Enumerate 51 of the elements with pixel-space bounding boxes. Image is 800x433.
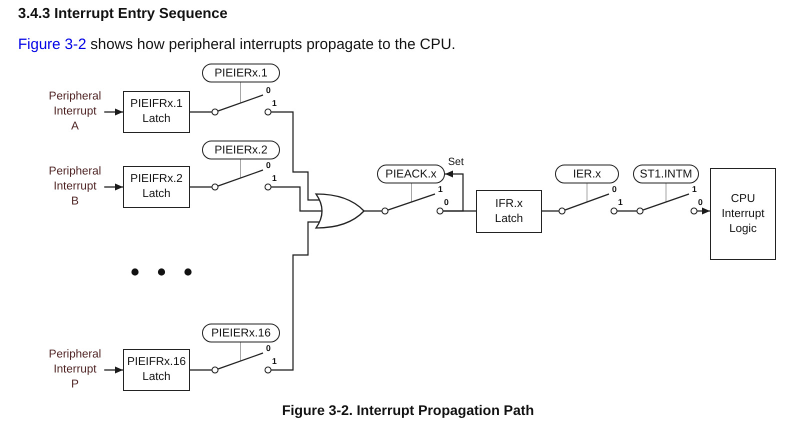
latch-block: PIEIFRx.2 Latch [123,166,190,208]
connector-line [542,210,559,212]
connector-line [364,210,382,212]
connector-line [240,159,241,178]
edge-label: Set [448,156,464,168]
contact-label: 1 [272,99,277,108]
latch-block: PIEIFRx.1 Latch [123,91,190,133]
figure-link: Figure 3-2 [18,36,86,53]
arrow [104,184,123,190]
connector-line [190,111,212,113]
contact-label: 1 [438,185,443,194]
register-pill: PIEACK.x [377,164,445,184]
register-pill: PIEIERx.1 [202,64,280,82]
or-gate [314,193,366,229]
contact-label: 1 [272,174,277,183]
contact-label: 1 [618,198,623,207]
figure-caption: Figure 3-2. Interrupt Propagation Path [282,402,534,418]
register-pill: IER.x [555,164,619,184]
connector-line [586,183,588,202]
latch-block: IFR.x Latch [476,190,542,233]
connector-line [240,342,241,362]
contact-label: 0 [698,198,703,207]
contact-label: 0 [612,185,617,194]
contact-label: 1 [692,185,697,194]
connector-line [190,369,212,371]
connector-line [271,111,320,201]
arrow [104,108,123,116]
contact-label: 0 [266,161,271,170]
register-pill: PIEIERx.2 [202,140,280,160]
latch-block: PIEIFRx.16 Latch [123,349,190,391]
logic-block: CPU Interrupt Logic [710,168,776,260]
connector-line [617,210,637,212]
contact-label: 0 [444,198,449,207]
signal-source-label: Peripheral Interrupt B [48,164,102,210]
signal-source-label: Peripheral Interrupt A [48,90,102,134]
intro-text: shows how peripheral interrupts propagate to the CPU. [90,36,456,53]
contact-label: 0 [266,344,271,353]
register-pill: PIEIERx.16 [202,324,280,342]
connector-line [271,221,320,371]
signal-source-label: Peripheral Interrupt P [48,348,102,392]
arrow [697,208,710,214]
contact-label: 1 [272,357,277,366]
register-pill: ST1.INTM [633,164,699,184]
connector-line [190,186,212,188]
connector-line [240,82,241,104]
connector-line [411,183,412,202]
arrow [104,366,123,374]
arrow [443,170,464,212]
section-heading: 3.4.3 Interrupt Entry Sequence [18,6,228,22]
connector-line [271,186,322,212]
contact-label: 0 [266,86,271,95]
